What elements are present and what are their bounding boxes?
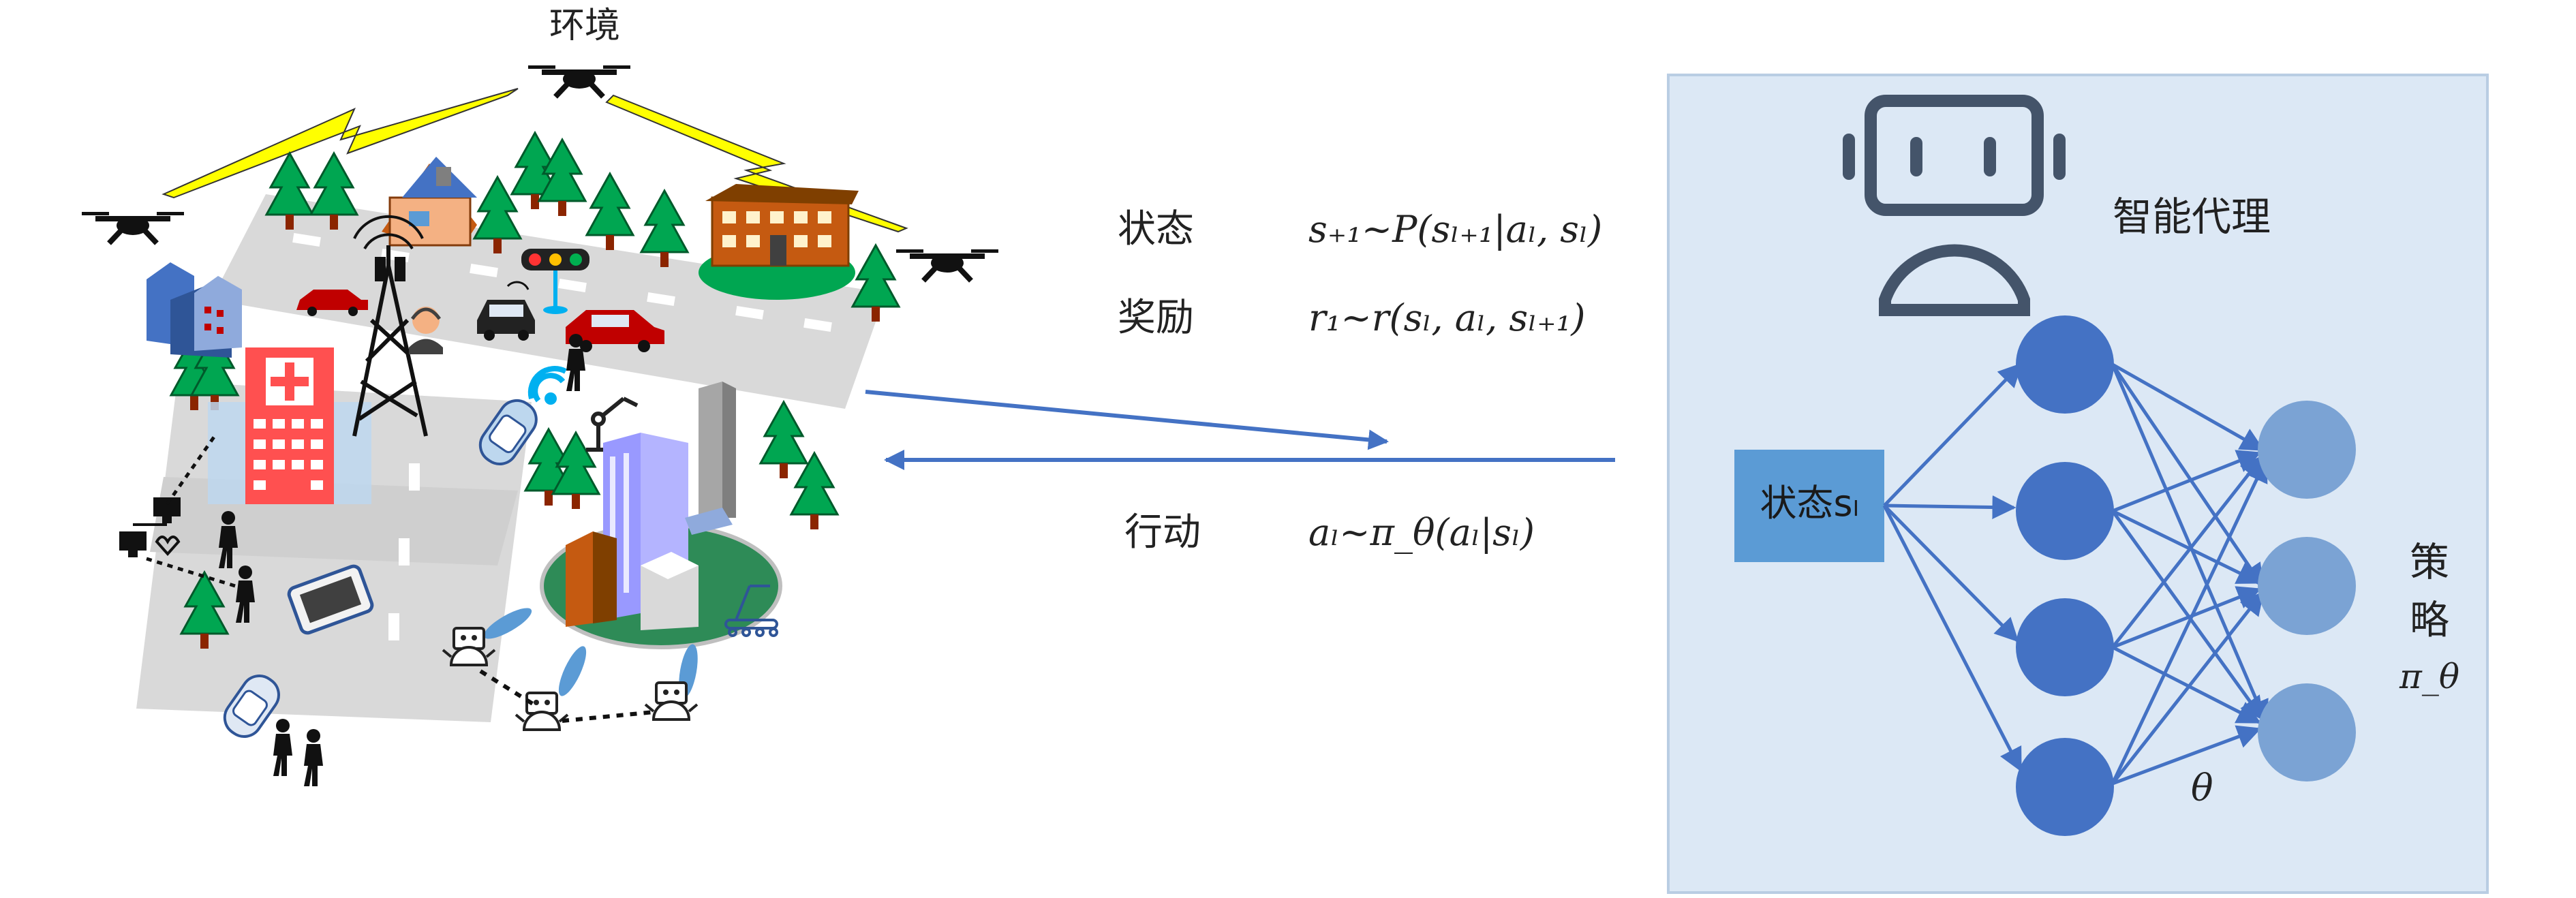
- road-upper: [211, 194, 886, 409]
- agent-panel: 智能代理 状态sₗ: [1667, 74, 2489, 894]
- drone-right-icon: [896, 249, 998, 281]
- hidden-to-output-edges: [2111, 362, 2269, 786]
- policy-label-2: 略: [2410, 597, 2449, 643]
- traffic-light-icon: [521, 249, 589, 314]
- car-dark-icon: [477, 281, 535, 341]
- robot-icon-2: [515, 692, 569, 731]
- conveyor-icon: [724, 585, 778, 637]
- road-markings: [292, 232, 832, 640]
- wifi-icon: [527, 366, 567, 405]
- output-layer: [2258, 401, 2356, 781]
- drone-left-icon: [82, 212, 184, 243]
- car-red-small-icon: [296, 290, 368, 316]
- autonomous-car-bottom-icon: [223, 675, 280, 738]
- operator-icon: [409, 307, 443, 354]
- output-node-3: [2258, 683, 2356, 781]
- state-transition-equation: s₊₁~P(sₗ₊₁|aₗ, sₗ): [1308, 208, 1602, 251]
- hidden-layer: [2016, 315, 2114, 836]
- state-reward-arrow: [865, 390, 1389, 450]
- state-input-label: 状态sₗ: [1760, 482, 1858, 525]
- hidden-node-4: [2016, 738, 2114, 836]
- state-input-box: [1734, 450, 1884, 562]
- pedestrian-icon-2: [304, 729, 323, 786]
- policy-label-1: 策: [2410, 539, 2449, 585]
- action-equation: aₗ~π_θ(aₗ|sₗ): [1308, 511, 1535, 554]
- reward-equation: r₁~r(sₗ, aₗ, sₗ₊₁): [1308, 296, 1585, 339]
- drone-top-icon: [528, 65, 630, 97]
- lightning-left: [162, 88, 519, 199]
- agent-robot-icon: [1843, 95, 2066, 316]
- pedestrian-icon-1: [273, 719, 292, 776]
- car-red-large-icon: [566, 310, 664, 352]
- input-to-hidden-edges: [1882, 362, 2023, 773]
- policy-symbol: π_θ: [2399, 657, 2459, 696]
- lightning-right: [605, 94, 908, 233]
- robot-network: [442, 608, 699, 731]
- smart-factory-icon: [540, 382, 782, 649]
- hospital-icon: [208, 347, 371, 504]
- hidden-node-3: [2016, 598, 2114, 696]
- action-label: 行动: [1124, 510, 1201, 555]
- city-blocks-icon: [147, 262, 242, 358]
- hidden-node-1: [2016, 315, 2114, 414]
- environment-illustration: [82, 65, 998, 786]
- telehealth-icons: [119, 435, 255, 623]
- vr-headset-icon: [287, 564, 374, 635]
- agent-title: 智能代理: [2113, 193, 2271, 240]
- school-building-icon: [699, 184, 859, 300]
- output-node-1: [2258, 401, 2356, 499]
- state-label: 状态: [1118, 207, 1194, 251]
- environment-title: 环境: [549, 5, 620, 46]
- weight-symbol: θ: [2191, 767, 2213, 809]
- house-icon: [382, 157, 477, 247]
- hidden-node-2: [2016, 462, 2114, 560]
- cell-tower-icon: [352, 215, 428, 437]
- reward-label: 奖励: [1118, 296, 1194, 340]
- autonomous-car-icon: [478, 399, 538, 465]
- output-node-2: [2258, 537, 2356, 635]
